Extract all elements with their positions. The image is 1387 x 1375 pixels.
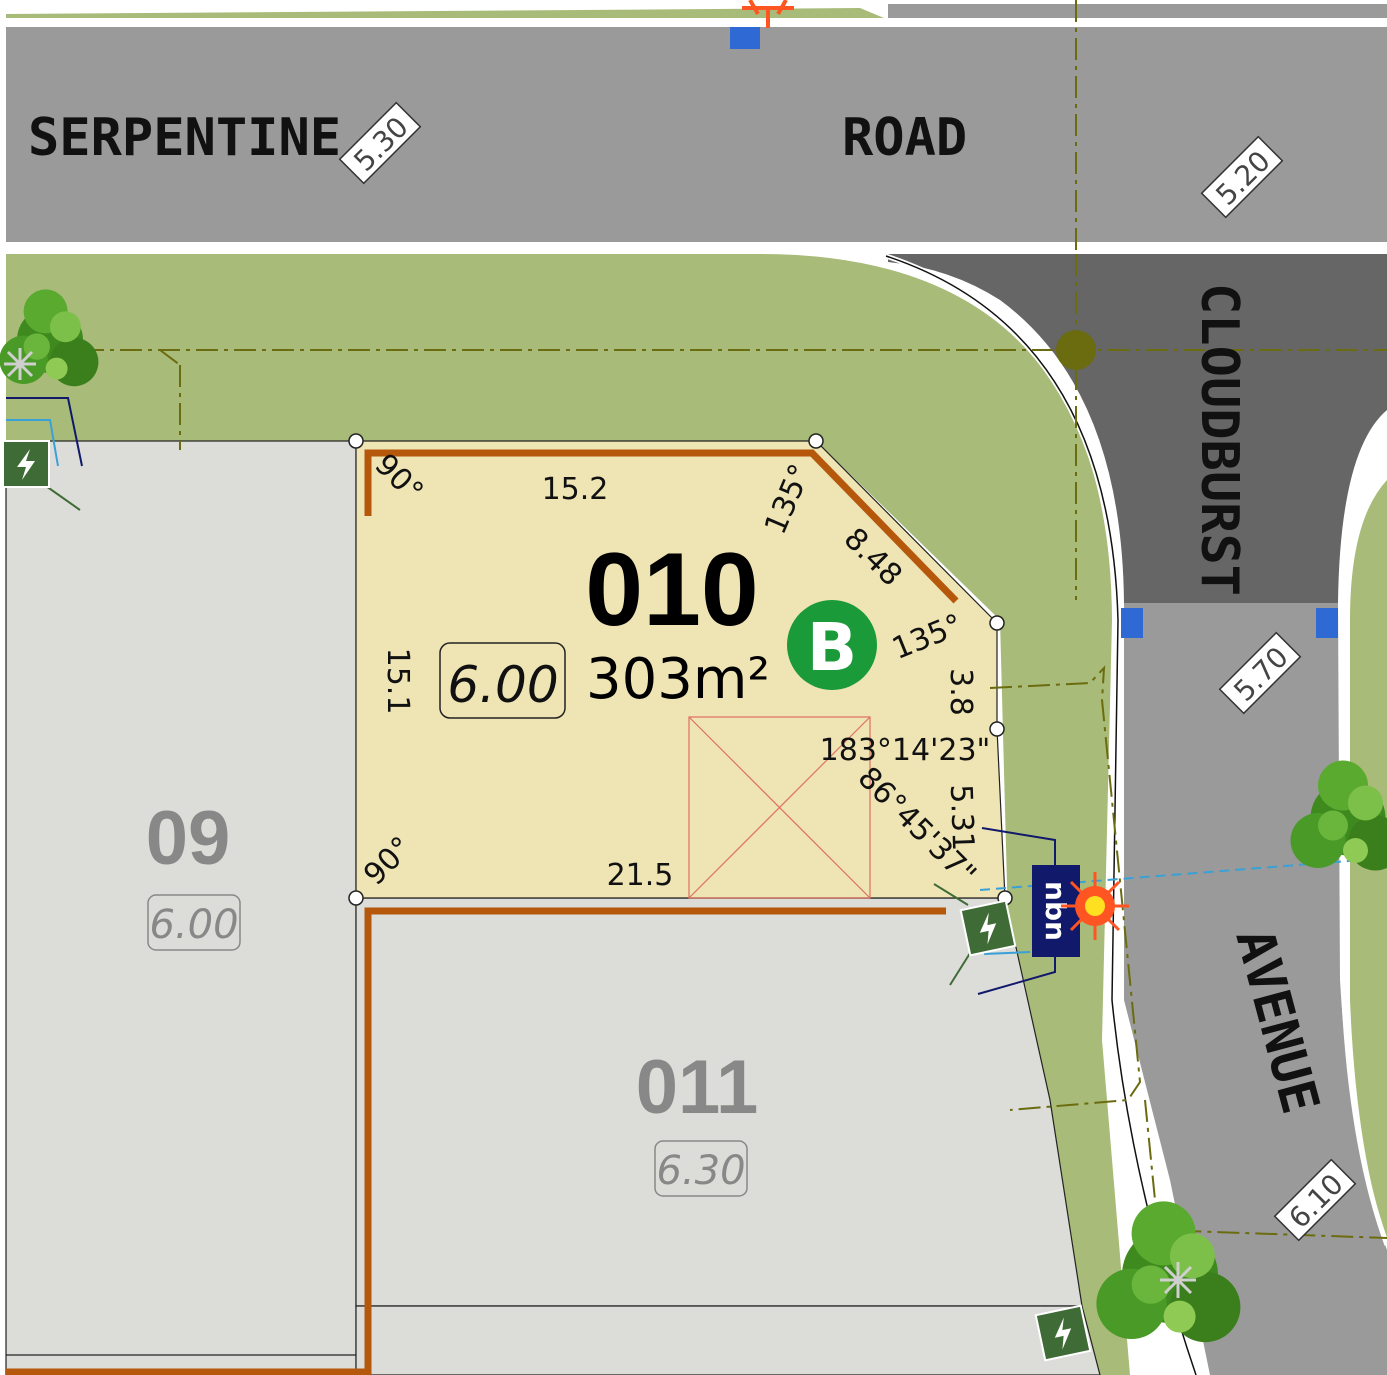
lot-09-parcel[interactable] [5,440,357,1375]
survey-peg-icon [348,433,364,449]
survey-pegs [348,433,1013,906]
lot-012-parcel[interactable] [355,1305,1101,1375]
lot-011-level: 6.30 [656,1148,745,1194]
dimension-right-lower: 5.31 [943,784,980,852]
nbn-pit-icon: nbn [1032,865,1080,957]
angle-right: 183°14'23" [820,733,991,768]
serpentine-road-surface [6,27,1387,242]
dimension-left: 15.1 [380,648,415,715]
survey-peg-icon [989,721,1005,737]
manhole-icon [1056,330,1096,370]
lot-09-level: 6.00 [149,902,238,948]
lot-09-number: 09 [146,796,231,881]
power-lines-right [933,827,1056,995]
electrical-pillar-icon [959,899,1017,957]
blue-markers [730,27,1338,638]
electrical-pillar-icon [2,440,50,488]
street-name-cloudburst: CLOUDBURST [1189,283,1249,596]
retaining-walls [6,449,959,1375]
svg-text:B: B [807,609,857,686]
dimension-right-upper: 3.8 [943,668,978,716]
street-light-icon [1061,872,1129,940]
survey-peg-icon [808,433,824,449]
electrical-pillar-icon [1034,1304,1092,1362]
street-name-road: ROAD [842,108,967,168]
survey-peg-icon [348,890,364,906]
cloudburst-road-dark [888,254,1387,603]
lot-010-number: 010 [585,532,759,648]
top-road-strip [888,4,1387,18]
dimension-bottom: 21.5 [607,858,674,893]
garage-envelope [688,716,871,899]
lot-010-area: 303m² [586,647,770,712]
lot-011-level-box [654,1140,748,1197]
tree-star-icon [4,348,1196,1298]
dimension-top: 15.2 [542,472,609,507]
lot-010-badge: B [787,600,877,690]
lot-011-number: 011 [636,1045,759,1130]
street-light-icon [742,0,794,28]
survey-peg-icon [989,615,1005,631]
nbn-label: nbn [1039,881,1072,941]
top-verge [6,8,884,18]
lot-010-level-box [439,642,566,719]
street-name-serpentine: SERPENTINE [28,108,341,168]
kerb-line-east [1341,473,1387,1246]
lot-010-level: 6.00 [447,656,558,714]
lot-09-level-box [147,894,241,951]
